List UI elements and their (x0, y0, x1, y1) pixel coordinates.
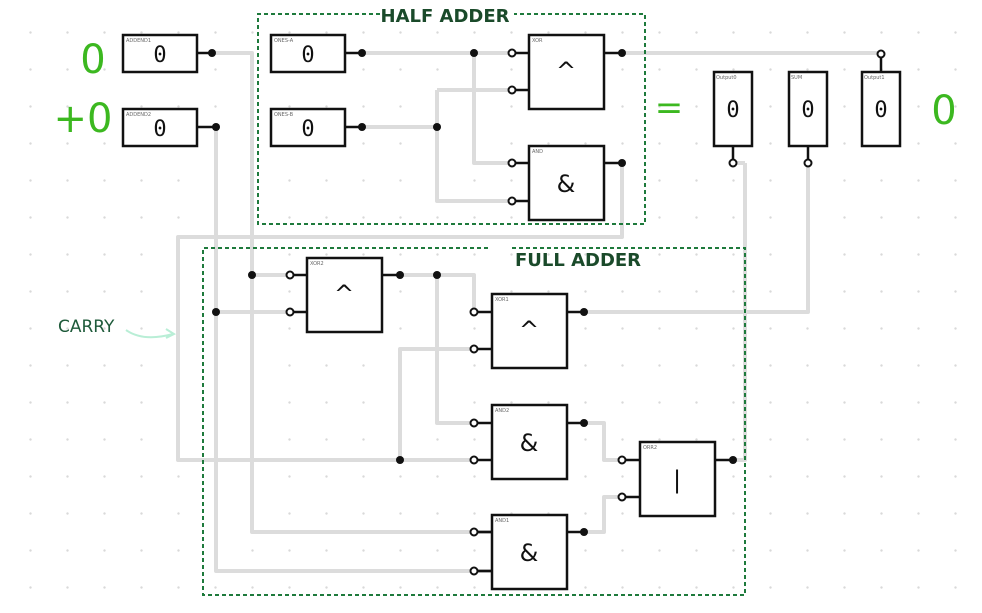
half-adder-frame (257, 13, 646, 225)
svg-text:0: 0 (874, 98, 887, 123)
junction-dot (248, 271, 256, 279)
gate-and2[interactable]: AND2 & (469, 403, 589, 481)
wire-and2-out (584, 421, 622, 462)
svg-text:XOR: XOR (532, 38, 543, 44)
svg-text:ADDEND2: ADDEND2 (126, 112, 151, 118)
input-addend2[interactable]: ADDEND2 0 (121, 107, 220, 148)
svg-text:AND2: AND2 (495, 408, 509, 414)
full-adder-frame (202, 247, 746, 596)
svg-text:0: 0 (801, 98, 814, 123)
input-addend1[interactable]: ADDEND1 0 (121, 33, 216, 74)
input-ones-b[interactable]: ONES-B 0 (269, 107, 366, 148)
svg-text:^: ^ (519, 316, 539, 344)
addend1-big-value: 0 (80, 37, 105, 83)
svg-text:^: ^ (556, 57, 576, 85)
output-sum: SUM 0 (787, 70, 829, 168)
wire-addend1 (212, 51, 492, 534)
svg-text:0: 0 (301, 117, 314, 142)
gate-and-half[interactable]: AND & (507, 144, 627, 222)
half-adder-title: HALF ADDER (381, 6, 510, 27)
carry-label: CARRY (58, 317, 115, 337)
addend2-big-value: +0 (54, 96, 113, 142)
junction-dot (212, 308, 220, 316)
svg-text:Output0: Output0 (716, 75, 737, 81)
wire-addend2 (214, 127, 492, 573)
gate-xor-half[interactable]: XOR ^ (507, 33, 627, 111)
junction-dot (470, 49, 478, 57)
junction-dot (433, 123, 441, 131)
wire-carry-xor1 (398, 347, 474, 460)
input-ones-a[interactable]: ONES-A 0 (269, 33, 366, 74)
junctions (212, 49, 478, 464)
wire-and1-out (584, 495, 622, 534)
svg-text:&: & (520, 539, 539, 567)
junction-dot (396, 456, 404, 464)
svg-text:0: 0 (301, 43, 314, 68)
svg-text:|: | (673, 466, 681, 494)
gate-xor2[interactable]: XOR2 ^ (285, 256, 405, 334)
junction-dot (433, 271, 441, 279)
equals-sign: = (655, 88, 684, 128)
svg-text:&: & (520, 429, 539, 457)
wire-carry-loop (176, 163, 624, 462)
svg-text:0: 0 (726, 98, 739, 123)
carry-arrow (125, 328, 177, 339)
svg-text:&: & (557, 170, 576, 198)
svg-text:XOR2: XOR2 (310, 261, 324, 267)
output-output0: Output0 0 (712, 70, 754, 168)
result-big-value: 0 (931, 88, 956, 134)
wire-xor1-out (584, 163, 810, 314)
svg-text:0: 0 (153, 43, 166, 68)
svg-text:ONES-B: ONES-B (274, 112, 294, 118)
svg-text:XOR1: XOR1 (495, 297, 509, 303)
svg-text:Output1: Output1 (864, 75, 885, 81)
svg-text:ONES-A: ONES-A (274, 38, 294, 44)
wire-xor2-inputs (216, 273, 290, 314)
svg-text:AND1: AND1 (495, 518, 509, 524)
wire-xor2-out (400, 273, 476, 425)
svg-text:^: ^ (334, 280, 354, 308)
svg-text:ADDEND1: ADDEND1 (126, 38, 151, 44)
gate-or2[interactable]: ORR2 | (617, 440, 738, 518)
svg-text:AND: AND (532, 149, 543, 155)
svg-text:SUM: SUM (791, 75, 802, 81)
svg-text:0: 0 (153, 117, 166, 142)
gate-and1[interactable]: AND1 & (469, 513, 589, 591)
full-adder-title: FULL ADDER (515, 250, 641, 271)
svg-text:ORR2: ORR2 (643, 445, 657, 451)
region-frames (202, 13, 746, 596)
output-output1: Output1 0 (860, 49, 902, 148)
wire-ones-b (362, 88, 512, 203)
gate-xor1[interactable]: XOR1 ^ (469, 292, 589, 370)
